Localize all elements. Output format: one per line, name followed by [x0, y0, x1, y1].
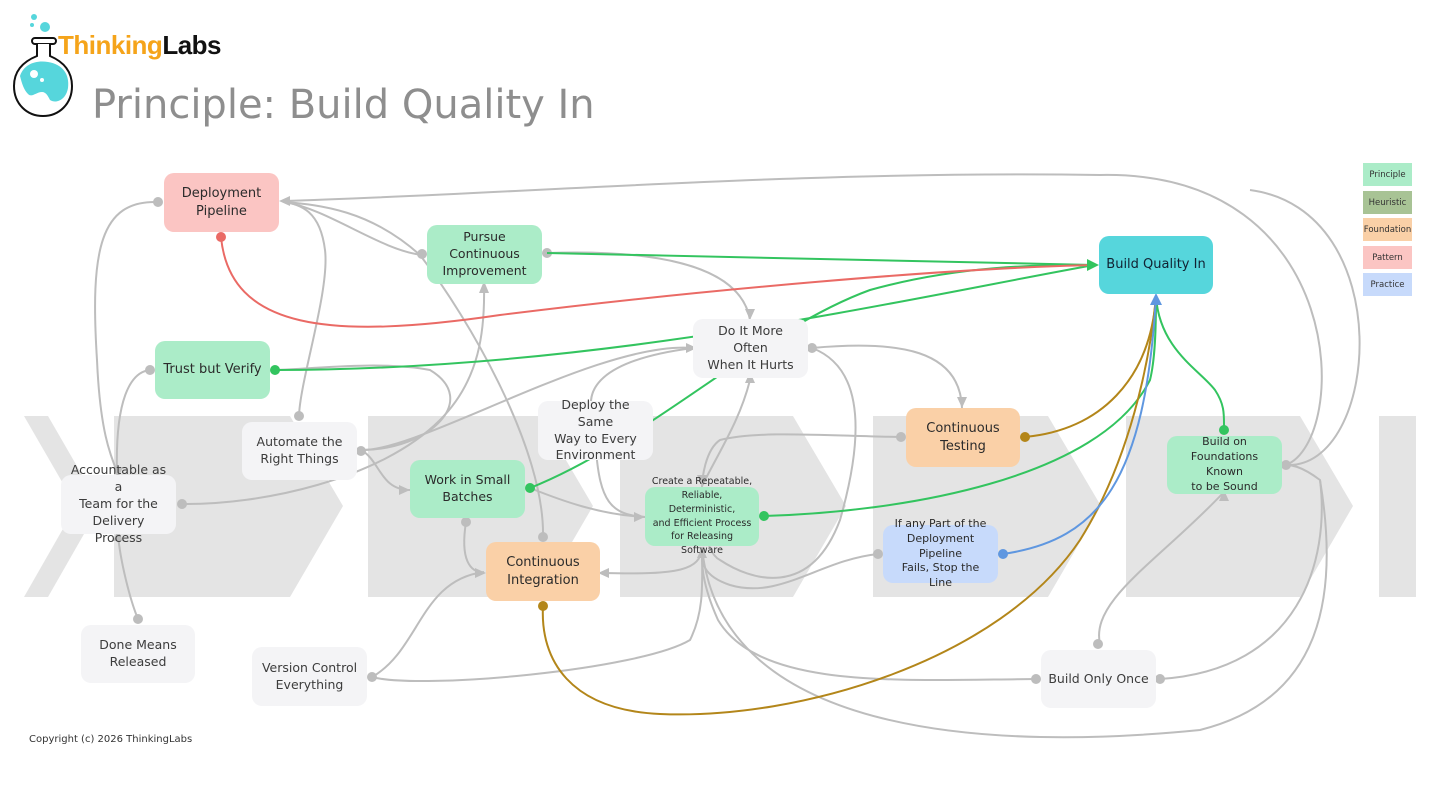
- legend-principle: Principle: [1363, 163, 1412, 186]
- page-title: Principle: Build Quality In: [92, 82, 595, 128]
- node-deployment-pipeline[interactable]: Deployment Pipeline: [164, 173, 279, 232]
- node-work-small-batches[interactable]: Work in Small Batches: [410, 460, 525, 518]
- node-do-it-more-often[interactable]: Do It More Often When It Hurts: [693, 319, 808, 378]
- legend-foundation: Foundation: [1363, 218, 1412, 241]
- copyright-notice: Copyright (c) 2026 ThinkingLabs: [29, 734, 193, 745]
- colored-endpoints: [216, 232, 1229, 611]
- practice-edge: [1002, 296, 1157, 555]
- node-build-only-once[interactable]: Build Only Once: [1041, 650, 1156, 708]
- foundation-edges: [541, 296, 1157, 716]
- node-deploy-same-way[interactable]: Deploy the Same Way to Every Environment: [538, 397, 653, 462]
- thinkinglabs-logo: [12, 14, 74, 118]
- brand-wordmark: ThinkingLabs: [58, 30, 222, 61]
- brand-part-labs: Labs: [162, 30, 222, 60]
- node-trust-but-verify[interactable]: Trust but Verify: [155, 341, 270, 399]
- neutral-arrowheads: [113, 196, 1229, 578]
- node-build-on-foundations[interactable]: Build on Foundations Known to be Sound: [1167, 435, 1282, 494]
- legend-pattern: Pattern: [1363, 246, 1412, 269]
- node-version-control[interactable]: Version Control Everything: [252, 647, 367, 706]
- node-accountable-team[interactable]: Accountable as a Team for the Delivery P…: [61, 462, 176, 545]
- node-continuous-integration[interactable]: Continuous Integration: [486, 542, 600, 601]
- node-done-means-released[interactable]: Done Means Released: [81, 625, 195, 683]
- neutral-endpoints: [133, 197, 1291, 684]
- node-automate-right-things[interactable]: Automate the Right Things: [242, 422, 357, 480]
- legend-heuristic: Heuristic: [1363, 191, 1412, 214]
- legend-practice: Practice: [1363, 273, 1412, 296]
- brand-part-thinking: Thinking: [58, 30, 163, 60]
- node-repeatable-process[interactable]: Create a Repeatable, Reliable, Determini…: [645, 476, 759, 556]
- node-continuous-testing[interactable]: Continuous Testing: [906, 408, 1020, 467]
- node-pursue-continuous-improvement[interactable]: Pursue Continuous Improvement: [427, 225, 542, 284]
- goal-arrowheads: [1087, 259, 1162, 305]
- node-build-quality-in[interactable]: Build Quality In: [1099, 236, 1213, 294]
- node-stop-the-line[interactable]: If any Part of the Deployment Pipeline F…: [883, 517, 998, 589]
- pattern-edge: [220, 236, 1095, 328]
